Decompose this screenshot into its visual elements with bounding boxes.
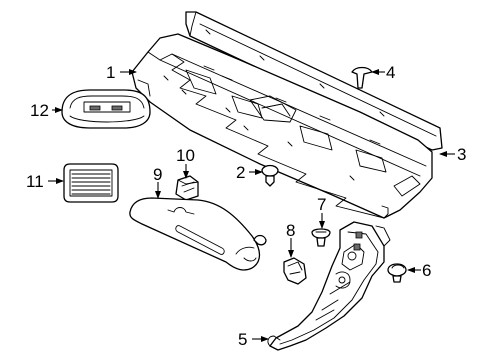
callout-7: 7 bbox=[317, 195, 326, 214]
retainer-clip-part bbox=[351, 66, 373, 89]
callout-5: 5 bbox=[238, 330, 247, 349]
callout-11: 11 bbox=[26, 172, 44, 191]
callout-6: 6 bbox=[422, 261, 431, 280]
dome-lamp-part bbox=[61, 89, 151, 129]
push-pin-clip-part bbox=[261, 164, 279, 187]
sunvisor-bracket-part bbox=[175, 175, 199, 201]
a-pillar-trim-part bbox=[267, 221, 391, 351]
callout-12: 12 bbox=[30, 101, 49, 120]
leader-lines bbox=[48, 69, 455, 342]
sunvisor-part bbox=[129, 197, 267, 271]
sunvisor-holder-part bbox=[283, 257, 307, 285]
callout-10: 10 bbox=[176, 146, 195, 165]
callout-1: 1 bbox=[106, 63, 115, 82]
reinforcement-bracket-part bbox=[185, 11, 443, 151]
callout-labels: 1 2 3 4 5 6 7 8 9 10 11 12 bbox=[26, 63, 466, 349]
callout-3: 3 bbox=[457, 145, 466, 164]
callout-9: 9 bbox=[153, 165, 162, 184]
roof-trim-panel-part bbox=[131, 33, 433, 219]
callout-8: 8 bbox=[286, 221, 295, 240]
callout-2: 2 bbox=[236, 163, 245, 182]
trim-clip-part bbox=[387, 263, 407, 283]
grille-lamp-part bbox=[63, 163, 119, 203]
screw-part bbox=[311, 228, 331, 247]
callout-4: 4 bbox=[386, 63, 395, 82]
